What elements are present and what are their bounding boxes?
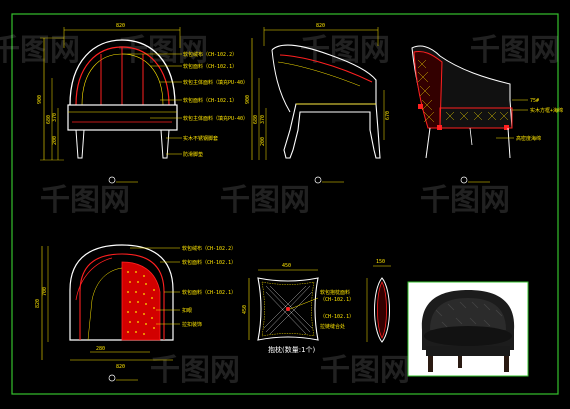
svg-text:实木不锈钢脚套: 实木不锈钢脚套 bbox=[183, 135, 218, 142]
drawing-frame bbox=[11, 13, 559, 395]
svg-text:软包抱枕面料: 软包抱枕面料 bbox=[320, 289, 350, 296]
svg-text:200: 200 bbox=[52, 136, 58, 145]
svg-text:软包面料（CH-102.1）: 软包面料（CH-102.1） bbox=[183, 63, 237, 70]
svg-text:280: 280 bbox=[96, 346, 105, 352]
svg-text:（CH-102.1）: （CH-102.1） bbox=[320, 314, 354, 320]
svg-text:软包面料（CH-102.1）: 软包面料（CH-102.1） bbox=[183, 97, 237, 104]
svg-text:千图网: 千图网 bbox=[150, 353, 240, 388]
svg-text:软包面料（CH-102.1）: 软包面料（CH-102.1） bbox=[182, 259, 236, 266]
pillow-detail: 450 450 软包抱枕面料 （CH-102.1） （CH-102.1） 拉链缝… bbox=[242, 259, 391, 354]
svg-text:扣眼: 扣眼 bbox=[182, 307, 192, 314]
svg-text:680: 680 bbox=[253, 115, 259, 124]
front-width-dim: 820 bbox=[116, 23, 125, 29]
svg-text:450: 450 bbox=[282, 263, 291, 269]
svg-text:拉扣装饰: 拉扣装饰 bbox=[182, 321, 202, 328]
svg-text:软包面料（CH-102.1）: 软包面料（CH-102.1） bbox=[182, 289, 236, 296]
svg-text:千图网: 千图网 bbox=[220, 183, 310, 218]
svg-text:370: 370 bbox=[52, 113, 58, 122]
svg-text:千图网: 千图网 bbox=[320, 353, 410, 388]
svg-text:高密度海绵: 高密度海绵 bbox=[516, 135, 541, 142]
svg-text:软包主体面料（填充PU-40）: 软包主体面料（填充PU-40） bbox=[183, 115, 248, 122]
section-view: 75# 实木方框+海绵 高密度海绵 bbox=[411, 45, 563, 184]
svg-text:软包绒布（CH-102.2）: 软包绒布（CH-102.2） bbox=[183, 51, 237, 58]
svg-text:680: 680 bbox=[46, 115, 52, 124]
svg-text:千图网: 千图网 bbox=[40, 183, 130, 218]
watermark: 千图网 千图网 千图网 千图网 千图网 千图网 千图网 千图网 千图网 bbox=[0, 33, 560, 388]
svg-text:（CH-102.1）: （CH-102.1） bbox=[320, 297, 354, 303]
plan-view: 820 700 280 820 软包绒布（CH-102.2） 软包面料（CH-1… bbox=[35, 244, 236, 382]
svg-text:200: 200 bbox=[260, 137, 266, 146]
side-view: 820 900 680 370 200 670 bbox=[245, 23, 391, 184]
side-width-dim: 820 bbox=[316, 23, 325, 29]
svg-text:实木方框+海绵: 实木方框+海绵 bbox=[530, 107, 563, 114]
svg-text:670: 670 bbox=[385, 111, 391, 120]
svg-text:千图网: 千图网 bbox=[300, 33, 390, 68]
svg-text:防滑脚垫: 防滑脚垫 bbox=[183, 151, 203, 158]
svg-text:软包绒布（CH-102.2）: 软包绒布（CH-102.2） bbox=[182, 245, 236, 252]
svg-text:150: 150 bbox=[376, 259, 385, 265]
svg-text:370: 370 bbox=[260, 115, 266, 124]
svg-text:千图网: 千图网 bbox=[470, 33, 560, 68]
pillow-caption: 抱枕(数量:1个) bbox=[268, 345, 316, 354]
svg-text:千图网: 千图网 bbox=[420, 183, 510, 218]
svg-text:千图网: 千图网 bbox=[0, 33, 80, 68]
svg-text:900: 900 bbox=[245, 95, 251, 104]
svg-text:75#: 75# bbox=[530, 98, 539, 104]
svg-text:820: 820 bbox=[116, 364, 125, 370]
svg-text:900: 900 bbox=[37, 95, 43, 104]
svg-text:千图网: 千图网 bbox=[118, 33, 208, 68]
button-tufts bbox=[127, 271, 155, 335]
svg-text:820: 820 bbox=[35, 299, 41, 308]
chair-photo bbox=[407, 281, 529, 377]
svg-text:拉链缝合处: 拉链缝合处 bbox=[320, 323, 345, 330]
front-labels: 软包绒布（CH-102.2） 软包面料（CH-102.1） 软包主体面料（填充P… bbox=[183, 51, 248, 158]
front-view: 820 900 680 370 200 bbox=[37, 23, 248, 184]
svg-text:700: 700 bbox=[42, 287, 48, 296]
svg-text:软包主体面料（填充PU-40）: 软包主体面料（填充PU-40） bbox=[183, 79, 248, 86]
svg-text:450: 450 bbox=[242, 305, 248, 314]
